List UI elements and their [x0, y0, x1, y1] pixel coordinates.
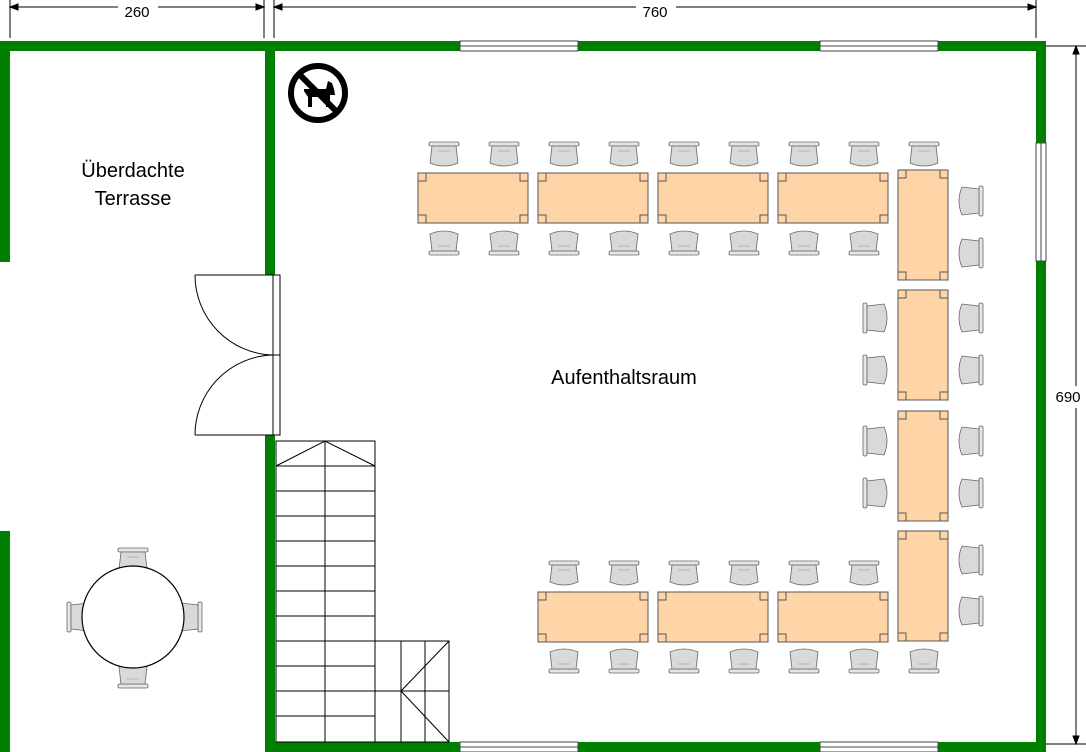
table-group-right-2[interactable] — [862, 289, 984, 401]
table-group-right-1[interactable] — [897, 141, 984, 281]
window-bottom-2 — [819, 741, 939, 752]
window-bottom-1 — [459, 741, 579, 752]
round-table-group[interactable] — [66, 547, 203, 689]
staircase — [275, 440, 450, 743]
hall-width-label: 760 — [642, 4, 667, 21]
terrace-width-label: 260 — [124, 4, 149, 21]
table-group-top-3[interactable] — [657, 141, 769, 256]
hall-label: Aufenthaltsraum — [551, 367, 697, 389]
table-group-bottom-2[interactable] — [657, 560, 769, 674]
table-group-right-4[interactable] — [897, 530, 984, 674]
window-top-1 — [459, 40, 579, 52]
no-dogs-sign-icon — [288, 63, 348, 123]
table-group-bottom-1[interactable] — [537, 560, 649, 674]
terrace-label-line2: Terrasse — [95, 188, 172, 210]
hall-height-label: 690 — [1055, 389, 1080, 406]
walls — [0, 41, 1046, 752]
table-group-bottom-3[interactable] — [777, 560, 889, 674]
table-group-top-4[interactable] — [777, 141, 889, 256]
terrace-label-line1: Überdachte — [81, 160, 184, 182]
table-group-top-2[interactable] — [537, 141, 649, 256]
table-group-top-1[interactable] — [417, 141, 529, 256]
table-group-right-3[interactable] — [862, 410, 984, 522]
window-right — [1035, 142, 1047, 262]
double-door[interactable] — [194, 274, 281, 436]
window-top-2 — [819, 40, 939, 52]
windows — [459, 40, 1047, 752]
